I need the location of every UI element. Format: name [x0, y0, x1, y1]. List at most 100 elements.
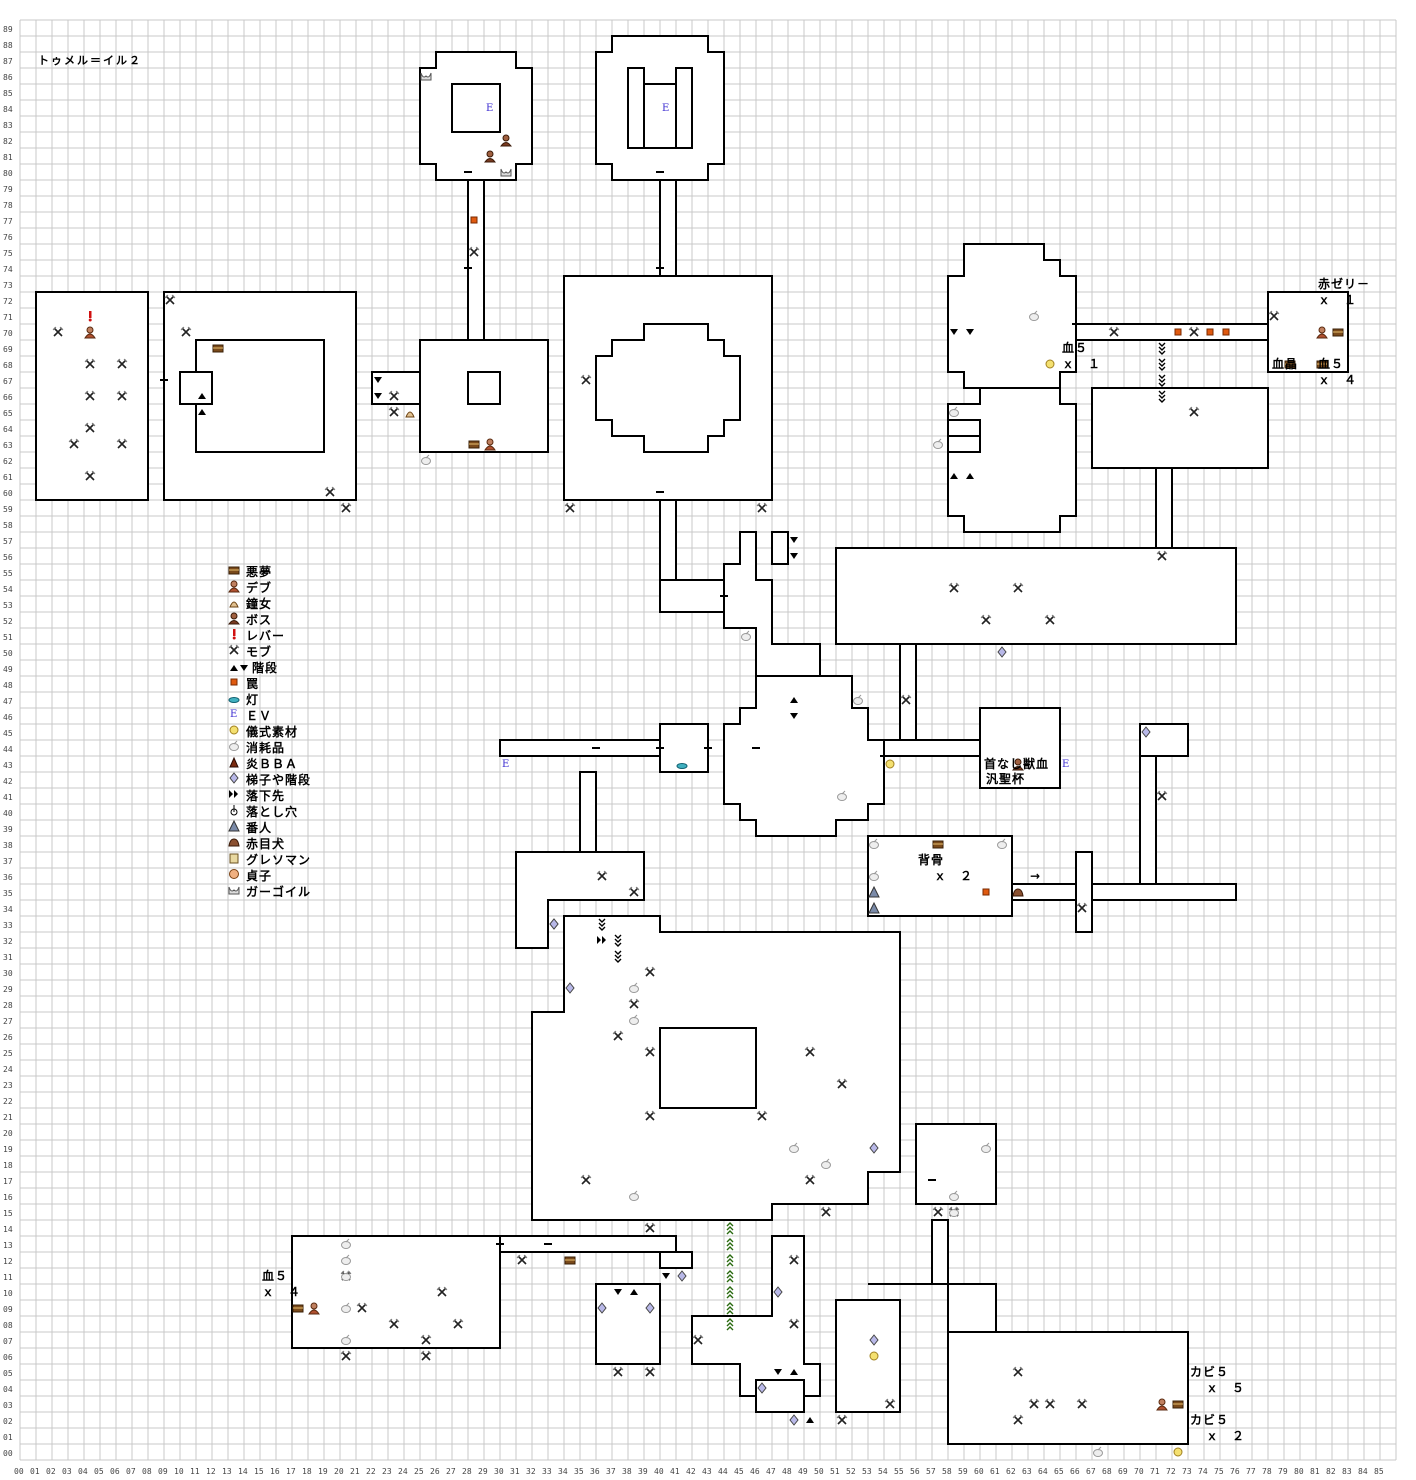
up-icon — [790, 697, 798, 703]
drop-destination-icon — [229, 790, 238, 798]
row-label: 81 — [3, 153, 13, 162]
debu-icon — [484, 438, 496, 451]
legend-label: デブ — [246, 580, 272, 595]
row-label: 44 — [3, 745, 13, 754]
lamp-icon — [676, 763, 688, 769]
up-icon — [806, 1417, 814, 1423]
column-label: 35 — [574, 1467, 584, 1476]
mob-icon — [1012, 1414, 1024, 1425]
up-icon — [950, 473, 958, 479]
column-label: 44 — [718, 1467, 728, 1476]
legend-label: 梯子や階段 — [246, 772, 311, 787]
mob-icon — [804, 1046, 816, 1057]
ritual-material-icon — [869, 1351, 879, 1361]
row-label: 88 — [3, 41, 13, 50]
column-label: 13 — [222, 1467, 232, 1476]
watchman-icon — [868, 885, 880, 898]
column-label: 58 — [942, 1467, 952, 1476]
column-label: 75 — [1214, 1467, 1224, 1476]
down-icon — [790, 713, 798, 719]
down-icon — [950, 329, 958, 335]
debu-icon — [1316, 326, 1328, 339]
column-label: 17 — [286, 1467, 296, 1476]
row-label: 33 — [3, 921, 13, 930]
row-label: 78 — [3, 201, 13, 210]
corridor-west — [499, 739, 661, 757]
lever-icon — [232, 629, 236, 640]
legend-label: 階段 — [252, 660, 278, 675]
column-label: 80 — [1294, 1467, 1304, 1476]
row-label: 64 — [3, 425, 13, 434]
row-label: 43 — [3, 761, 13, 770]
column-label: 50 — [814, 1467, 824, 1476]
legend-label: 消耗品 — [246, 740, 285, 755]
consumable-icon — [949, 406, 959, 417]
legend-label: 落下先 — [246, 788, 285, 803]
trap-icon — [982, 888, 990, 896]
corridor-sw-top — [499, 1235, 677, 1253]
ladder-stairs-icon — [1141, 726, 1151, 738]
row-label: 87 — [3, 57, 13, 66]
column-label: 04 — [78, 1467, 88, 1476]
row-label: 29 — [3, 985, 13, 994]
column-label: 29 — [478, 1467, 488, 1476]
mob-icon — [1156, 550, 1168, 561]
row-label: 22 — [3, 1097, 13, 1106]
label-hanseihai: 汎聖杯 — [986, 771, 1025, 786]
corridor-ne — [1075, 323, 1269, 341]
corridor-east-down — [899, 643, 917, 741]
room-octagon — [595, 323, 741, 453]
ladder-stairs-icon — [869, 1142, 879, 1154]
debu-icon — [228, 580, 240, 593]
legend-item: 梯子や階段 — [229, 772, 311, 787]
column-label: 48 — [782, 1467, 792, 1476]
mob-icon — [180, 326, 192, 337]
consumable-icon — [421, 454, 431, 465]
legend-item: 落下先 — [229, 788, 285, 803]
consumable-icon — [341, 1238, 351, 1249]
ev-icon: E — [230, 709, 237, 720]
column-label: 43 — [702, 1467, 712, 1476]
column-label: 63 — [1022, 1467, 1032, 1476]
mob-icon — [116, 438, 128, 449]
row-label: 55 — [3, 569, 13, 578]
column-label: 05 — [94, 1467, 104, 1476]
column-label: 14 — [238, 1467, 248, 1476]
legend-label: 落とし穴 — [246, 804, 298, 819]
mob-icon — [164, 294, 176, 305]
column-label: 22 — [366, 1467, 376, 1476]
consumable-icon — [341, 1270, 351, 1281]
column-label: 32 — [526, 1467, 536, 1476]
map-title: トゥメル＝イル２ — [38, 54, 142, 67]
mob-icon — [612, 1366, 624, 1377]
column-label: 30 — [494, 1467, 504, 1476]
drop-destination-icon — [229, 790, 238, 798]
column-label: 40 — [654, 1467, 664, 1476]
row-label: 13 — [3, 1241, 13, 1250]
legend-item: デブ — [228, 580, 272, 595]
mob-icon — [228, 644, 240, 655]
red-eye-dog-icon — [228, 838, 240, 847]
room-headless — [979, 707, 1061, 789]
row-label: 52 — [3, 617, 13, 626]
row-label: 61 — [3, 473, 13, 482]
label-ketsuen-c-count: ｘ ４ — [262, 1285, 301, 1299]
column-label: 83 — [1342, 1467, 1352, 1476]
corridor-center-east — [883, 739, 981, 757]
corridor-bend — [659, 579, 725, 613]
row-label: 79 — [3, 185, 13, 194]
mob-icon — [884, 1398, 896, 1409]
drop-down-icon — [1158, 358, 1166, 371]
mob-icon — [116, 390, 128, 401]
row-label: 09 — [3, 1305, 13, 1314]
debu-icon — [1156, 1398, 1168, 1411]
legend-label: 鐘女 — [246, 596, 272, 611]
mob-icon — [228, 644, 240, 655]
row-label: 84 — [3, 105, 13, 114]
consumable-icon — [229, 740, 239, 751]
room-ev-b — [643, 83, 677, 149]
chest-icon — [228, 566, 240, 575]
legend-item: モブ — [228, 644, 271, 659]
row-label: 19 — [3, 1145, 13, 1154]
